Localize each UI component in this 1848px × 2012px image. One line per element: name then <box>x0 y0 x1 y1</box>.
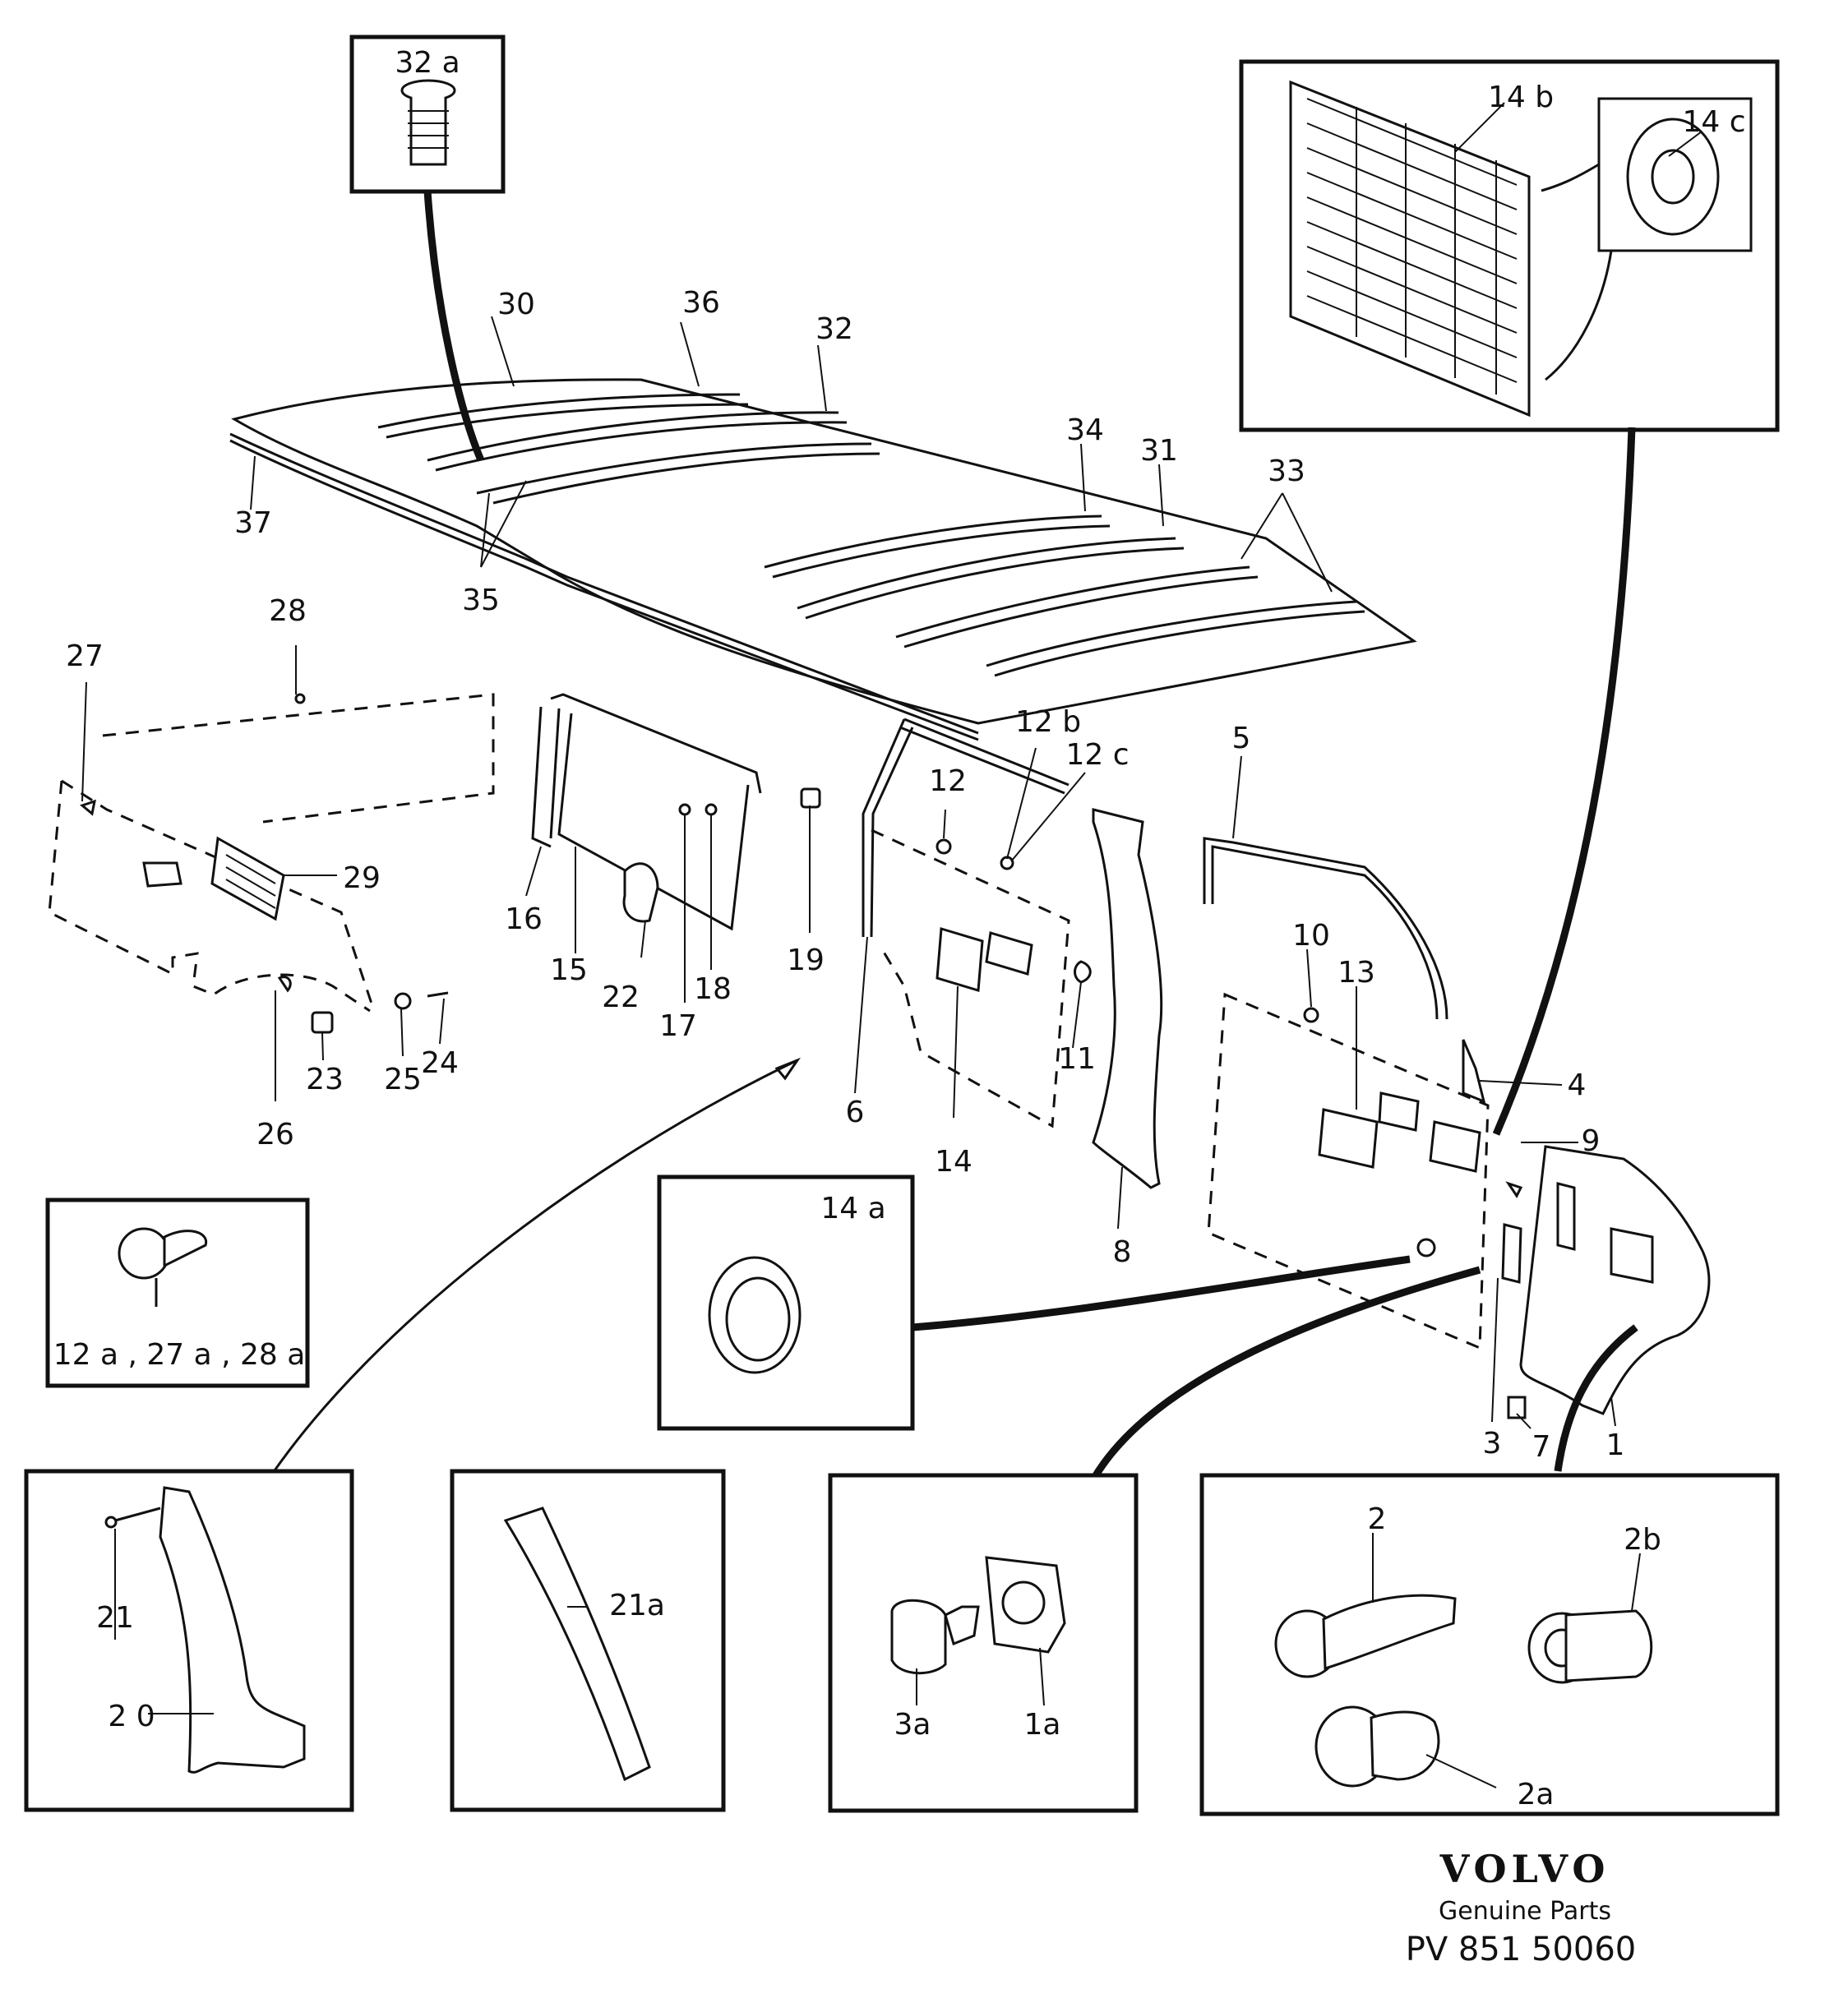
rear-corner-panel <box>1501 1145 1711 1419</box>
label-36: 36 <box>682 286 720 320</box>
detail-box-1a-3a <box>828 1473 1139 1813</box>
label-1a: 1a <box>1024 1708 1061 1742</box>
part-number: PV 851 50060 <box>1406 1931 1637 1968</box>
label-23: 23 <box>306 1063 344 1096</box>
label-18: 18 <box>694 972 732 1006</box>
detail-box-21a <box>450 1469 726 1812</box>
door-panel-rear <box>531 693 821 931</box>
b-pillar-trim <box>1092 808 1163 1189</box>
label-17: 17 <box>659 1009 697 1043</box>
label-12b: 12 b <box>1015 705 1081 739</box>
label-5: 5 <box>1232 722 1251 755</box>
detail-box-20-21 <box>24 1469 354 1812</box>
label-28: 28 <box>269 594 307 628</box>
detail-box-14b-14c <box>1239 59 1780 1136</box>
label-21: 21 <box>96 1601 134 1635</box>
label-21a: 21a <box>609 1589 665 1622</box>
label-4: 4 <box>1568 1068 1587 1102</box>
label-19: 19 <box>787 944 825 977</box>
detail-box-2 <box>1199 1473 1780 1816</box>
label-16: 16 <box>505 902 543 936</box>
label-12: 12 <box>929 764 967 798</box>
label-11: 11 <box>1058 1042 1096 1076</box>
quarter-window-seal <box>1203 837 1490 1350</box>
label-26: 26 <box>256 1118 294 1151</box>
label-30: 30 <box>497 288 535 321</box>
label-13: 13 <box>1337 956 1375 990</box>
label-14a: 14 a <box>820 1192 885 1225</box>
label-6: 6 <box>846 1096 865 1129</box>
rear-side-panel-left <box>48 693 495 1034</box>
label-10: 10 <box>1292 919 1330 953</box>
door-panel-front <box>862 718 1092 1128</box>
label-15: 15 <box>550 953 588 987</box>
label-9: 9 <box>1582 1124 1601 1158</box>
label-14: 14 <box>935 1145 973 1179</box>
leader-lines <box>81 102 1702 1788</box>
label-34: 34 <box>1066 413 1104 447</box>
label-2b: 2b <box>1624 1523 1661 1557</box>
detail-box-32a <box>349 35 506 462</box>
label-2: 2 <box>1368 1502 1387 1536</box>
label-3a: 3a <box>894 1708 931 1742</box>
label-3: 3 <box>1483 1427 1502 1461</box>
label-8: 8 <box>1113 1235 1132 1269</box>
part-labels: 32 a 14 b 14 c 30 36 32 34 31 33 37 35 2… <box>53 46 1746 1811</box>
label-32: 32 <box>815 312 853 346</box>
brand-logo: VOLVO <box>1439 1847 1610 1891</box>
label-14b: 14 b <box>1488 81 1554 114</box>
label-31: 31 <box>1140 434 1178 468</box>
connector-arrows <box>270 1057 1638 1482</box>
label-22: 22 <box>602 981 640 1014</box>
detail-box-14a <box>657 1174 915 1431</box>
brand-subtitle: Genuine Parts <box>1439 1897 1611 1926</box>
label-29: 29 <box>343 861 381 895</box>
label-12a-group: 12 a , 27 a , 28 a <box>53 1338 306 1372</box>
label-7: 7 <box>1532 1430 1551 1464</box>
label-33: 33 <box>1268 455 1305 488</box>
label-12c: 12 c <box>1065 738 1129 772</box>
brand-block: VOLVO Genuine Parts PV 851 50060 <box>1406 1847 1637 1968</box>
label-27: 27 <box>66 639 104 673</box>
label-37: 37 <box>234 506 272 540</box>
label-2a: 2a <box>1518 1778 1555 1811</box>
label-35: 35 <box>462 584 500 617</box>
label-20: 2 0 <box>108 1700 155 1733</box>
label-25: 25 <box>384 1063 422 1096</box>
label-24: 24 <box>421 1046 459 1080</box>
label-32a: 32 a <box>395 46 460 80</box>
label-1: 1 <box>1606 1428 1625 1462</box>
label-14c: 14 c <box>1682 105 1745 139</box>
headliner-panel <box>229 378 1417 741</box>
detail-box-12a <box>45 1198 310 1388</box>
